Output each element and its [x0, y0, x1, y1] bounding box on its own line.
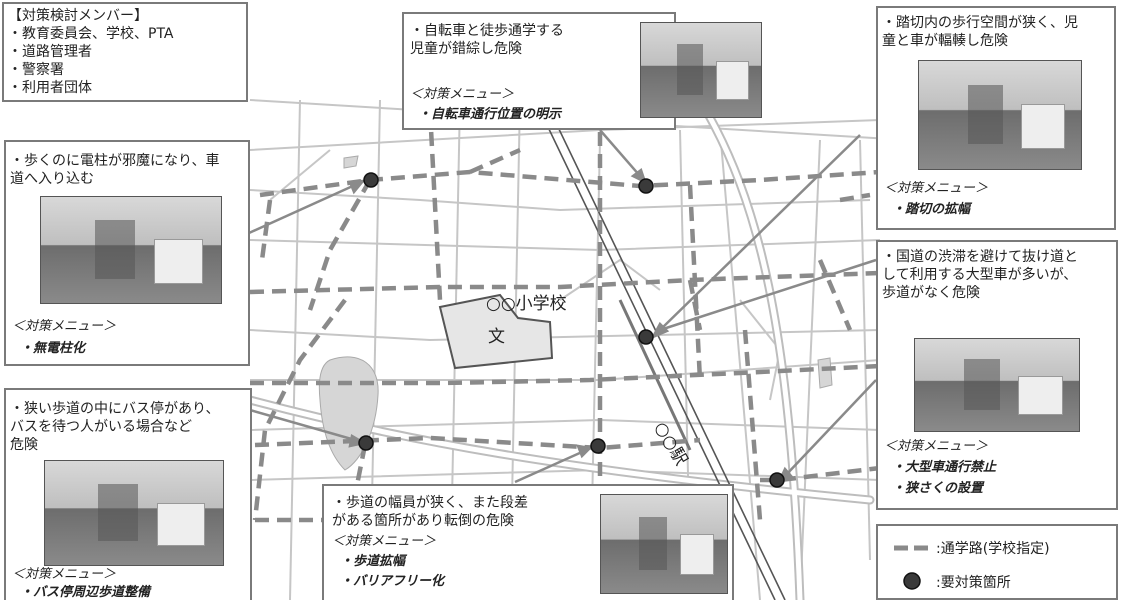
school-symbol: 文 — [488, 327, 505, 347]
callout-crossing: ・踏切内の歩行空間が狭く、児 童と車が輻輳し危険 ＜対策メニュー＞ ・踏切の拡幅 — [876, 6, 1116, 230]
callout-text: ・歩道の幅員が狭く、また段差 がある箇所があり転倒の危険 — [332, 495, 528, 529]
route-legend-swatch — [894, 545, 930, 551]
school-ground — [438, 293, 554, 370]
danger-points — [358, 172, 785, 488]
photo-utility-pole — [40, 196, 222, 304]
photo-cyclists — [640, 22, 762, 118]
callout-text: ・狭い歩道の中にバス停があり、 バスを待つ人がいる場合など 危険 — [10, 401, 220, 453]
photo-crossing — [918, 60, 1082, 170]
menu-item: ・バリアフリー化 — [340, 574, 445, 589]
members-box: 【対策検討メンバー】 ・教育委員会、学校、PTA ・道路管理者 ・警察署 ・利用… — [2, 2, 248, 102]
legend-point-label: :要対策箇所 — [936, 575, 1011, 591]
photo-truck — [914, 338, 1080, 432]
legend-route-label: :通学路(学校指定) — [936, 541, 1050, 557]
map-legend: :通学路(学校指定) :要対策箇所 — [876, 524, 1118, 600]
callout-text: ・自転車と徒歩通学する 児童が錯綜し危険 — [410, 23, 564, 57]
point-legend-swatch — [903, 572, 921, 590]
menu-item: ・無電柱化 — [20, 341, 86, 356]
callout-bicycle: ・自転車と徒歩通学する 児童が錯綜し危険 ＜対策メニュー＞ ・自転車通行位置の明… — [402, 12, 676, 130]
menu-title: ＜対策メニュー＞ — [410, 87, 515, 102]
menu-item: ・バス停周辺歩道整備 — [20, 585, 151, 600]
callout-sidewalk: ・歩道の幅員が狭く、また段差 がある箇所があり転倒の危険 ＜対策メニュー＞ ・歩… — [322, 484, 734, 600]
menu-item: ・歩道拡幅 — [340, 554, 406, 569]
menu-title: ＜対策メニュー＞ — [884, 439, 989, 454]
callout-text: ・踏切内の歩行空間が狭く、児 童と車が輻輳し危険 — [882, 15, 1078, 49]
photo-narrow-sidewalk — [600, 494, 728, 594]
menu-item: ・自転車通行位置の明示 — [418, 107, 562, 122]
menu-item: ・踏切の拡幅 — [892, 202, 971, 217]
menu-item: ・狭さくの設置 — [892, 481, 984, 496]
callout-bus: ・狭い歩道の中にバス停があり、 バスを待つ人がいる場合など 危険 ＜対策メニュー… — [4, 388, 252, 600]
callout-arrows — [237, 129, 877, 485]
members-item: ・道路管理者 — [8, 44, 92, 60]
members-title: 【対策検討メンバー】 — [8, 8, 148, 24]
members-item: ・利用者団体 — [8, 80, 92, 96]
members-item: ・教育委員会、学校、PTA — [8, 26, 174, 42]
menu-title: ＜対策メニュー＞ — [12, 567, 117, 582]
members-item: ・警察署 — [8, 62, 64, 78]
menu-title: ＜対策メニュー＞ — [12, 319, 117, 334]
callout-pole: ・歩くのに電柱が邪魔になり、車 道へ入り込む ＜対策メニュー＞ ・無電柱化 — [4, 140, 250, 366]
menu-title: ＜対策メニュー＞ — [884, 181, 989, 196]
callout-text: ・国道の渋滞を避けて抜け道と して利用する大型車が多いが、 歩道がなく危険 — [882, 249, 1078, 301]
menu-item: ・大型車通行禁止 — [892, 460, 997, 475]
callout-truck: ・国道の渋滞を避けて抜け道と して利用する大型車が多いが、 歩道がなく危険 ＜対… — [876, 240, 1118, 510]
menu-title: ＜対策メニュー＞ — [332, 534, 437, 549]
photo-bus-stop — [44, 460, 224, 566]
school-label: ○○小学校 — [486, 294, 567, 314]
callout-text: ・歩くのに電柱が邪魔になり、車 道へ入り込む — [10, 153, 220, 187]
